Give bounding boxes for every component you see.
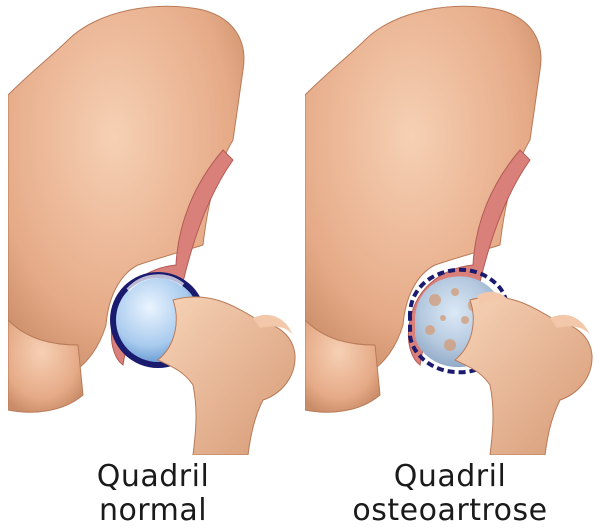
caption-line2: osteoartrose (305, 494, 595, 528)
osteoarthritis-hip-illustration (305, 0, 595, 455)
caption-line2: normal (8, 494, 298, 528)
caption-line1: Quadril (305, 460, 595, 494)
normal-hip-illustration (8, 0, 298, 455)
caption-line1: Quadril (8, 460, 298, 494)
caption-osteoarthritis: Quadril osteoartrose (305, 460, 595, 528)
caption-normal: Quadril normal (8, 460, 298, 528)
